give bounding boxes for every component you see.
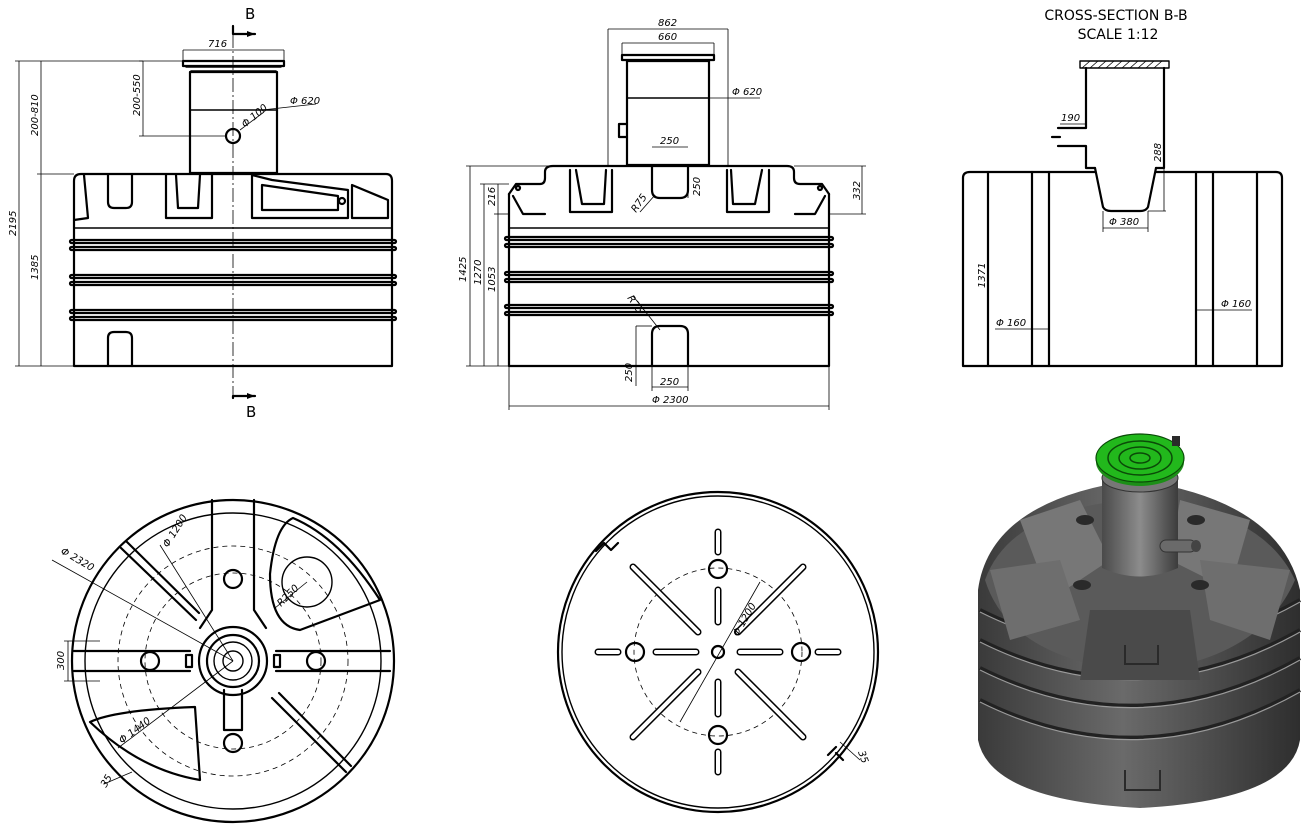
- dim-bottom-slot-width: 35: [855, 749, 870, 765]
- dim-front-total-height: 2195: [8, 211, 19, 236]
- section-marker-bottom: B: [246, 403, 256, 421]
- dim-side-neck-width: 660: [658, 32, 677, 43]
- dim-side-rib-height: 216: [487, 187, 498, 206]
- neck: [181, 59, 286, 175]
- dim-front-neck-diameter: Φ 620: [290, 96, 320, 107]
- dim-side-neck-diameter: Φ 620: [732, 87, 762, 98]
- dim-side-bottom-pocket-width: 250: [660, 377, 679, 388]
- dim-side-diameter: Φ 2300: [652, 395, 689, 406]
- dim-cross-wall-right: Φ 160: [1221, 299, 1251, 310]
- bottom-view: Φ 1200 35: [556, 490, 880, 814]
- front-view: B B 716 Φ 620 Φ 100 200-550 200-810 2195…: [8, 5, 398, 421]
- dim-side-fillet: R75: [629, 192, 649, 214]
- dim-front-body-height: 1385: [30, 255, 41, 280]
- neck: [617, 53, 716, 167]
- dim-top-ring-diameter: Φ 1440: [117, 716, 153, 747]
- dim-side-h1270: 1270: [473, 260, 484, 285]
- section-scale: SCALE 1:12: [1078, 27, 1159, 43]
- dim-front-lid-height: 200-810: [30, 94, 41, 136]
- dim-front-neck-height: 200-550: [132, 74, 143, 116]
- dim-front-neck-width: 716: [208, 39, 227, 50]
- dim-top-pad-height: 300: [56, 651, 67, 670]
- top-view: Φ 2320 Φ 1200 R250 300 Φ 1440 35: [51, 498, 396, 824]
- cross-section-view: CROSS-SECTION B-B SCALE 1:12 190 288 Φ 3…: [961, 8, 1284, 368]
- dim-cross-sump-depth: 288: [1153, 143, 1164, 162]
- dim-side-pocket-width: 250: [660, 136, 679, 147]
- section-marker-top: B: [245, 5, 255, 23]
- dim-side-h1053: 1053: [487, 267, 498, 292]
- dim-side-pocket-depth: 250: [692, 177, 703, 196]
- dim-side-h332: 332: [852, 181, 863, 200]
- side-view: 862 660 Φ 620 250 250 R75 1425 1270 1053…: [458, 18, 866, 410]
- dim-top-inner-diameter: Φ 1200: [161, 513, 190, 550]
- dim-side-bottom-pocket-height: 250: [624, 363, 635, 382]
- dim-cross-sump-diameter: Φ 380: [1109, 217, 1139, 228]
- dim-cross-port-offset: 190: [1061, 113, 1080, 124]
- dim-front-port-diameter: Φ 100: [240, 102, 270, 130]
- section-title: CROSS-SECTION B-B: [1044, 8, 1187, 24]
- tank-body: [503, 164, 835, 368]
- dim-cross-wall-left: Φ 160: [996, 318, 1026, 329]
- dim-cross-height: 1371: [977, 263, 988, 288]
- dim-side-lid-width: 862: [658, 18, 677, 29]
- dim-top-slot-width: 35: [99, 773, 115, 790]
- bottom-ribs: [594, 528, 842, 776]
- dim-side-h1425: 1425: [458, 257, 469, 282]
- dim-top-outer-diameter: Φ 2320: [59, 546, 96, 574]
- isometric-view: [978, 433, 1301, 808]
